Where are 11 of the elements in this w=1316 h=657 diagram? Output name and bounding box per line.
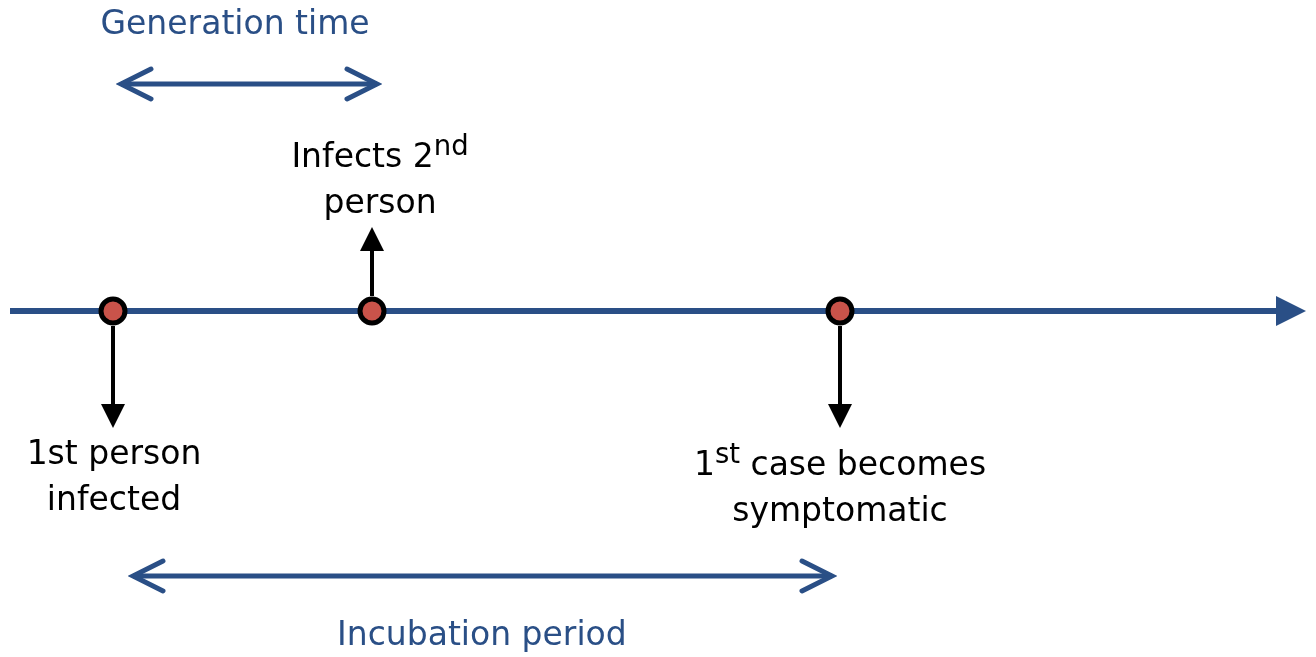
arrow [360, 227, 384, 296]
period-label: Incubation period [337, 613, 627, 655]
period-label: Generation time [100, 2, 370, 44]
event-label: Infects 2$^{nd}$ person [250, 122, 510, 225]
event-dot [357, 296, 387, 326]
event-dot [98, 296, 128, 326]
arrow [828, 326, 852, 428]
event-dot [825, 296, 855, 326]
event-label: 1$^{st}$ case becomes symptomatic [660, 430, 1020, 533]
arrow [101, 326, 125, 428]
event-label: 1st person infected [0, 430, 234, 522]
